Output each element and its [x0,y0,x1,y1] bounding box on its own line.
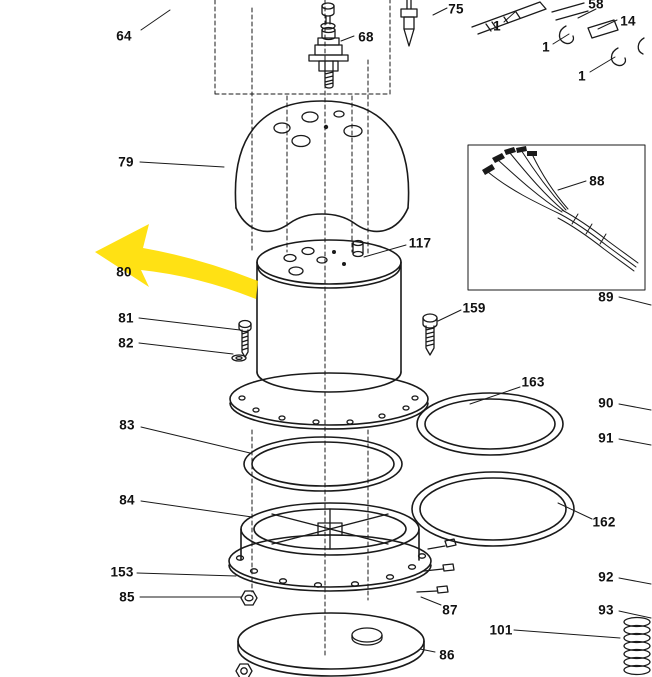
part-86-disc [237,612,425,677]
part-label-162: 162 [592,514,616,530]
part-label-159: 159 [462,300,486,316]
parts-top-right [471,1,645,67]
part-label-89: 89 [598,289,614,305]
part-label-14: 14 [620,13,636,29]
part-top-stud [320,2,336,30]
part-163-oring [416,392,564,456]
part-87-terminals [416,538,457,594]
part-label-68: 68 [358,29,374,45]
highlight-arrow-80 [95,224,258,299]
part-68-valve [308,26,349,89]
part-label-80: 80 [116,264,132,280]
part-label-64: 64 [116,28,132,44]
part-88-wires [467,144,646,291]
part-label-84: 84 [119,492,135,508]
part-85-nut [240,590,258,606]
part-label-93: 93 [598,602,614,618]
part-80-canister [229,239,429,430]
part-bottom-nut [235,663,253,677]
part-label-153: 153 [110,564,134,580]
part-label-86: 86 [439,647,455,663]
part-label-83: 83 [119,417,135,433]
part-label-1a: 1 [493,18,501,34]
part-label-90: 90 [598,395,614,411]
part-159-screw [422,313,438,356]
part-label-88: 88 [589,173,605,189]
part-label-1b: 1 [542,39,550,55]
part-label-91: 91 [598,430,614,446]
part-81-screw [238,319,252,358]
part-label-82: 82 [118,335,134,351]
part-label-85: 85 [119,589,135,605]
part-label-1c: 1 [578,68,586,84]
part-label-87: 87 [442,602,458,618]
part-label-101: 101 [489,622,513,638]
part-label-163: 163 [521,374,545,390]
part-label-58: 58 [588,0,604,12]
part-79-cover [234,100,410,233]
part-label-75: 75 [448,1,464,17]
part-162-oring [411,471,575,547]
leader-lines [136,7,652,653]
part-label-79: 79 [118,154,134,170]
part-117-stud [352,239,364,258]
part-84-flange-assembly [228,502,457,594]
part-label-92: 92 [598,569,614,585]
part-83-gasket [243,436,403,492]
part-label-117: 117 [408,235,432,251]
part-101-spring [623,616,651,676]
part-label-81: 81 [118,310,134,326]
part-75-fitting [400,0,418,47]
part-82-washer [231,354,247,362]
